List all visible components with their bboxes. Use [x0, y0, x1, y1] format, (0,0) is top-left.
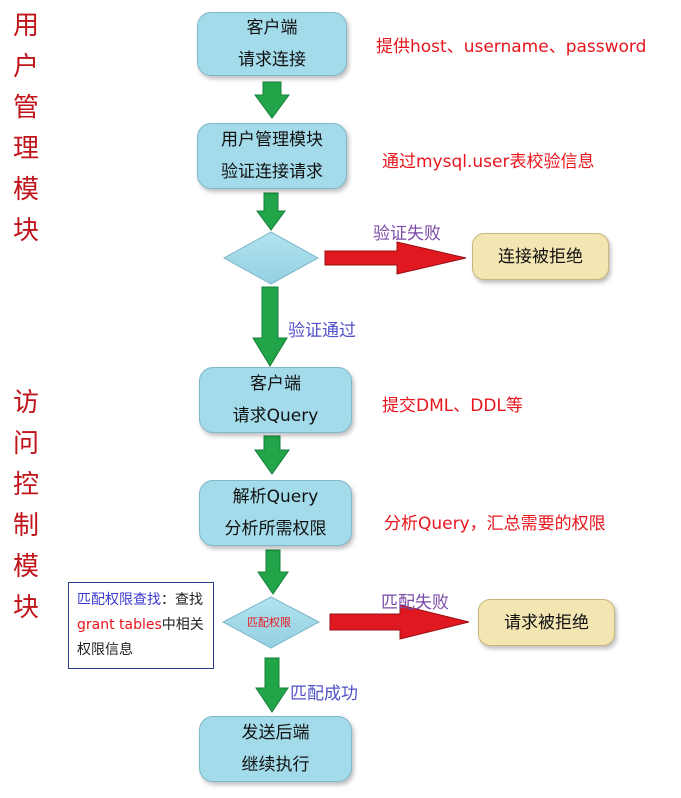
box-req-rejected: 请求被拒绝 — [478, 599, 615, 646]
diamond-label-match-permissions: 匹配权限 — [247, 616, 291, 629]
box-user-mgmt: 用户管理模块 验证连接请求 — [197, 123, 347, 189]
decision-diamond-verify — [222, 231, 320, 285]
box-line: 连接被拒绝 — [498, 246, 583, 267]
info-box-grant-tables: 匹配权限查找：查找 grant tables中相关权限信息 — [68, 582, 214, 669]
arrow-down-6 — [255, 657, 289, 713]
edge-label-verify-fail: 验证失败 — [373, 224, 441, 244]
arrow-down-3 — [252, 286, 288, 367]
box-line: 请求被拒绝 — [504, 612, 589, 633]
arrow-right-2 — [329, 604, 470, 640]
box-line: 验证连接请求 — [221, 162, 323, 182]
box-send-backend: 发送后端 继续执行 — [199, 716, 352, 782]
box-parse-query: 解析Query 分析所需权限 — [199, 480, 352, 546]
note-provide-credentials: 提供host、username、password — [376, 37, 647, 57]
info-box-text-end: 中相关权限信息 — [77, 617, 204, 658]
note-analyze-permissions: 分析Query，汇总需要的权限 — [384, 514, 606, 534]
info-box-text: ：查找 — [161, 592, 203, 608]
box-line: 用户管理模块 — [221, 130, 323, 150]
box-line: 分析所需权限 — [224, 519, 327, 539]
box-line: 请求连接 — [238, 50, 306, 70]
info-box-title: 匹配权限查找 — [77, 592, 161, 608]
box-client-query: 客户端 请求Query — [199, 367, 352, 433]
arrow-down-1 — [254, 81, 290, 119]
box-line: 继续执行 — [241, 755, 310, 775]
arrow-right-1 — [324, 241, 467, 275]
edge-label-verify-pass: 验证通过 — [288, 321, 356, 341]
arrow-down-2 — [256, 192, 286, 231]
decision-diamond-match — [221, 596, 321, 649]
edge-label-match-success: 匹配成功 — [290, 684, 358, 704]
info-box-grant-tables-term: grant tables — [77, 617, 162, 633]
arrow-down-5 — [257, 549, 289, 595]
box-line: 解析Query — [232, 487, 319, 507]
side-label-access-module: 访问控制模块 — [12, 388, 39, 623]
edge-label-match-fail: 匹配失败 — [381, 593, 449, 613]
arrow-down-4 — [254, 435, 290, 475]
box-line: 客户端 — [250, 374, 301, 394]
box-line: 发送后端 — [241, 723, 310, 743]
box-client-connect: 客户端 请求连接 — [197, 12, 347, 76]
note-submit-dml-ddl: 提交DML、DDL等 — [382, 396, 523, 416]
box-line: 客户端 — [246, 18, 298, 38]
side-label-user-module: 用户管理模块 — [12, 11, 39, 246]
box-line: 请求Query — [232, 406, 319, 426]
box-conn-rejected: 连接被拒绝 — [472, 233, 609, 280]
note-verify-user-table: 通过mysql.user表校验信息 — [382, 152, 595, 172]
